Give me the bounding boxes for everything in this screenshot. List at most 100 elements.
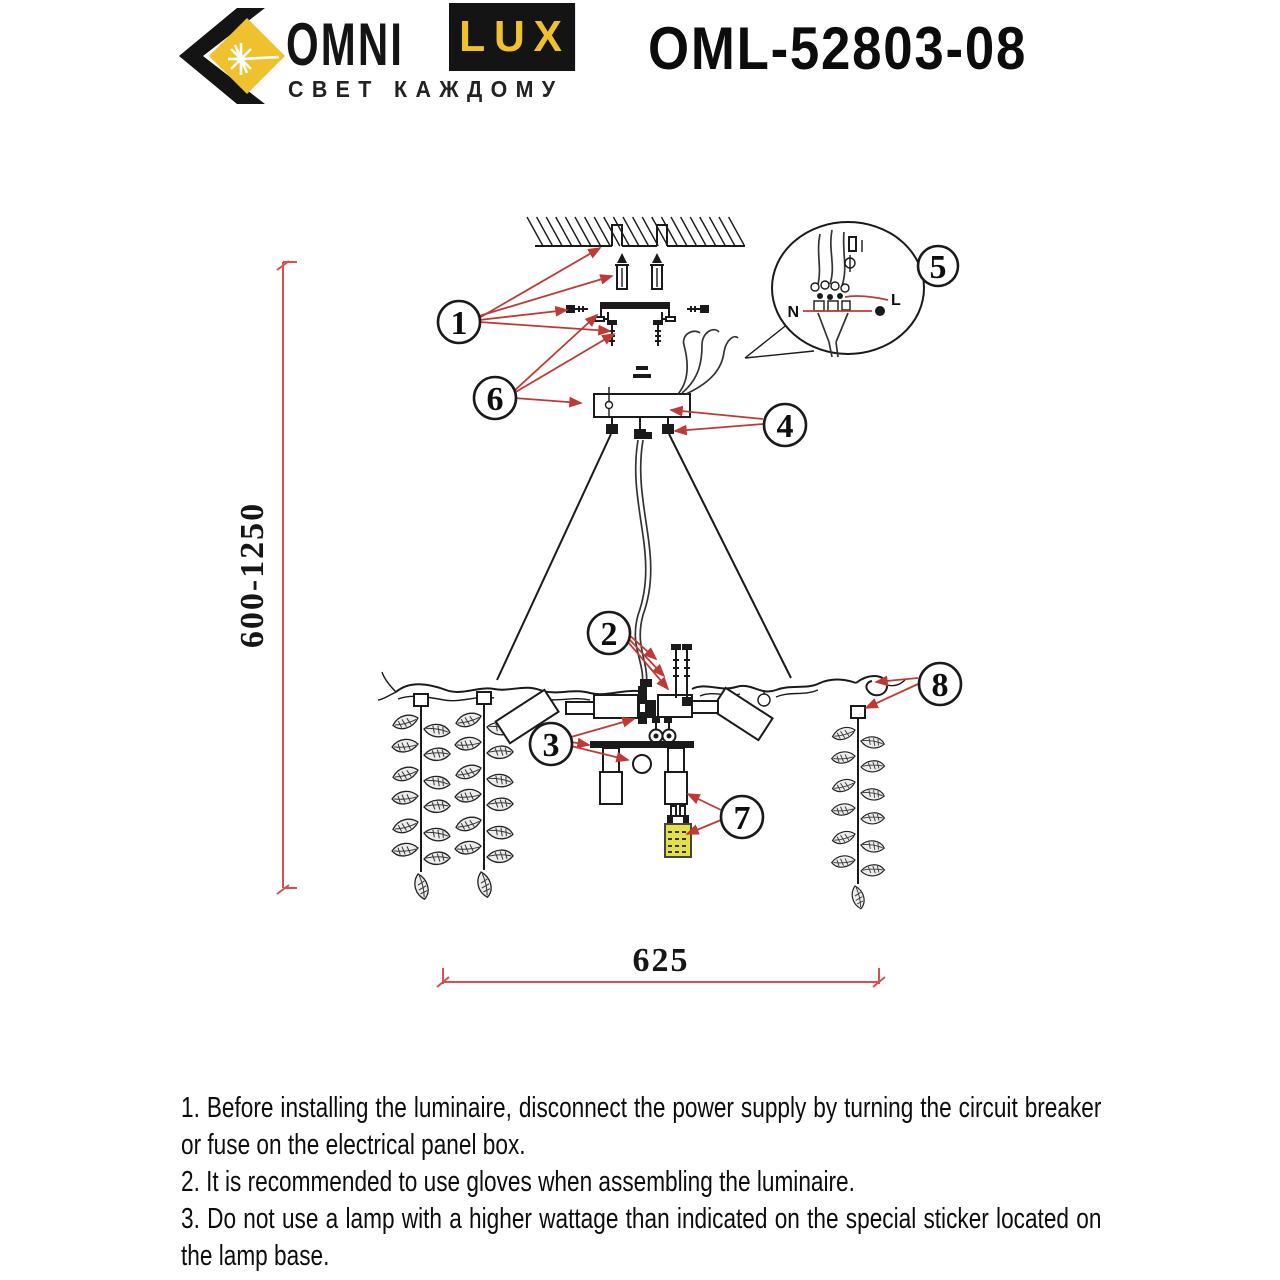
leaf-icon: [454, 736, 482, 751]
callout-4: 4: [762, 402, 808, 448]
live-wire-label: L: [891, 292, 901, 309]
leaf-icon: [423, 723, 451, 738]
terminal-block: [810, 280, 851, 312]
callout-7: 7: [719, 794, 765, 840]
hub-screw-icon: [671, 644, 681, 698]
callout-3: 3: [528, 721, 574, 767]
leaf-icon: [391, 842, 419, 857]
leaf-icon: [486, 797, 514, 812]
center-hub: [638, 679, 672, 724]
leaf-icon: [860, 864, 886, 877]
wall-anchor-icon: [615, 253, 629, 290]
leaf-icon: [391, 790, 419, 805]
spot-head-left: [494, 688, 560, 745]
leaf-icon: [477, 871, 492, 899]
lamp-plate: [590, 741, 694, 748]
leaf-icon: [392, 766, 419, 782]
logo-diamond: [209, 18, 285, 94]
brand-wordmark-lux: LUX: [449, 3, 576, 71]
svg-text:1: 1: [451, 305, 468, 342]
leaf-icon: [860, 788, 885, 801]
instruction-item: 4. When caring for the lamp, DO NOT use …: [181, 1275, 1101, 1280]
cable-grip-icon: [662, 417, 674, 434]
hanging-loop: [757, 693, 771, 707]
callout-2: 2: [586, 610, 632, 656]
svg-text:8: 8: [932, 667, 949, 704]
strand-hook: [476, 691, 492, 705]
branch-end-hook: [855, 675, 889, 697]
instruction-item: 1. Before installing the luminaire, disc…: [181, 1092, 1102, 1161]
svg-text:4: 4: [777, 408, 794, 445]
leaf-icon: [454, 788, 482, 803]
wall-anchor-icon: [650, 253, 664, 290]
neutral-wire-label: N: [787, 304, 799, 321]
ceiling-canopy: [593, 393, 691, 418]
leaf-icon: [831, 778, 856, 793]
svg-text:7: 7: [734, 800, 751, 837]
ground-terminal-icon: [875, 306, 885, 316]
spacer-mark: [633, 366, 651, 378]
logo-star-center: [237, 55, 245, 63]
callout-1: 1: [436, 299, 482, 345]
leaf-icon: [423, 827, 451, 842]
width-dimension: 625: [436, 942, 886, 988]
body-tube-left: [593, 694, 639, 719]
callout-arrows: [478, 247, 919, 835]
logo-chevron: [179, 8, 265, 104]
callout-8: 8: [917, 661, 963, 707]
side-screw-icon: [566, 305, 588, 313]
leaf-icon: [391, 738, 419, 753]
mounting-bracket: [594, 302, 676, 322]
leaf-icon: [860, 812, 886, 825]
leaf-icon: [392, 818, 419, 834]
leaf-icon: [455, 712, 482, 728]
svg-text:6: 6: [487, 381, 504, 418]
bracket-screw-icon: [607, 320, 617, 346]
leaf-icon: [830, 751, 856, 764]
svg-text:5: 5: [930, 249, 947, 286]
leaf-icon: [860, 840, 885, 853]
leaf-icon: [423, 747, 451, 762]
instruction-item: 3. Do not use a lamp with a higher watta…: [181, 1203, 1102, 1272]
leaf-icon: [486, 773, 514, 788]
leaf-icon: [486, 745, 514, 760]
leaf-icon: [860, 760, 886, 773]
omnilux-logo-icon: [179, 8, 285, 104]
wiring-detail-bubble: N L: [744, 221, 925, 359]
callout-6: 6: [472, 375, 518, 421]
width-dimension-label: 625: [633, 942, 690, 979]
leaf-icon: [830, 855, 856, 868]
suspension-cable: [668, 433, 792, 679]
leaf-icon: [455, 764, 482, 780]
cable-grip-icon: [634, 417, 652, 439]
leaf-icon: [831, 830, 856, 845]
hanger-nipple-icon: [648, 723, 664, 744]
model-number: OML-52803-08: [648, 15, 1028, 82]
g9-bulb-icon: [664, 805, 692, 858]
suspension-cable: [496, 433, 612, 681]
height-dimension: 600-1250: [234, 260, 297, 895]
height-dimension-label: 600-1250: [234, 502, 271, 648]
svg-text:2: 2: [601, 616, 618, 653]
installation-instructions: 1. Before installing the luminaire, disc…: [181, 1090, 1101, 1280]
brand-tagline: СВЕТ КАЖДОМУ: [288, 76, 564, 102]
lamp-socket: [664, 747, 688, 805]
supply-wires: [677, 328, 739, 395]
leaf-icon: [830, 803, 856, 816]
leaf-decor: [391, 691, 886, 910]
leaf-icon: [454, 840, 482, 855]
leaf-icon: [455, 816, 482, 832]
leaf-icon: [423, 799, 451, 814]
side-screw-icon: [687, 305, 709, 313]
mounting-hardware: [566, 253, 709, 378]
leaf-icon: [486, 849, 514, 864]
leaf-icon: [860, 736, 885, 749]
spot-head-right: [710, 686, 774, 742]
strand-hook: [850, 705, 866, 719]
ceiling-section: [526, 216, 746, 247]
leaf-icon: [486, 825, 514, 840]
canopy-assembly: [496, 328, 792, 688]
hanger-nipple-icon: [661, 723, 677, 744]
